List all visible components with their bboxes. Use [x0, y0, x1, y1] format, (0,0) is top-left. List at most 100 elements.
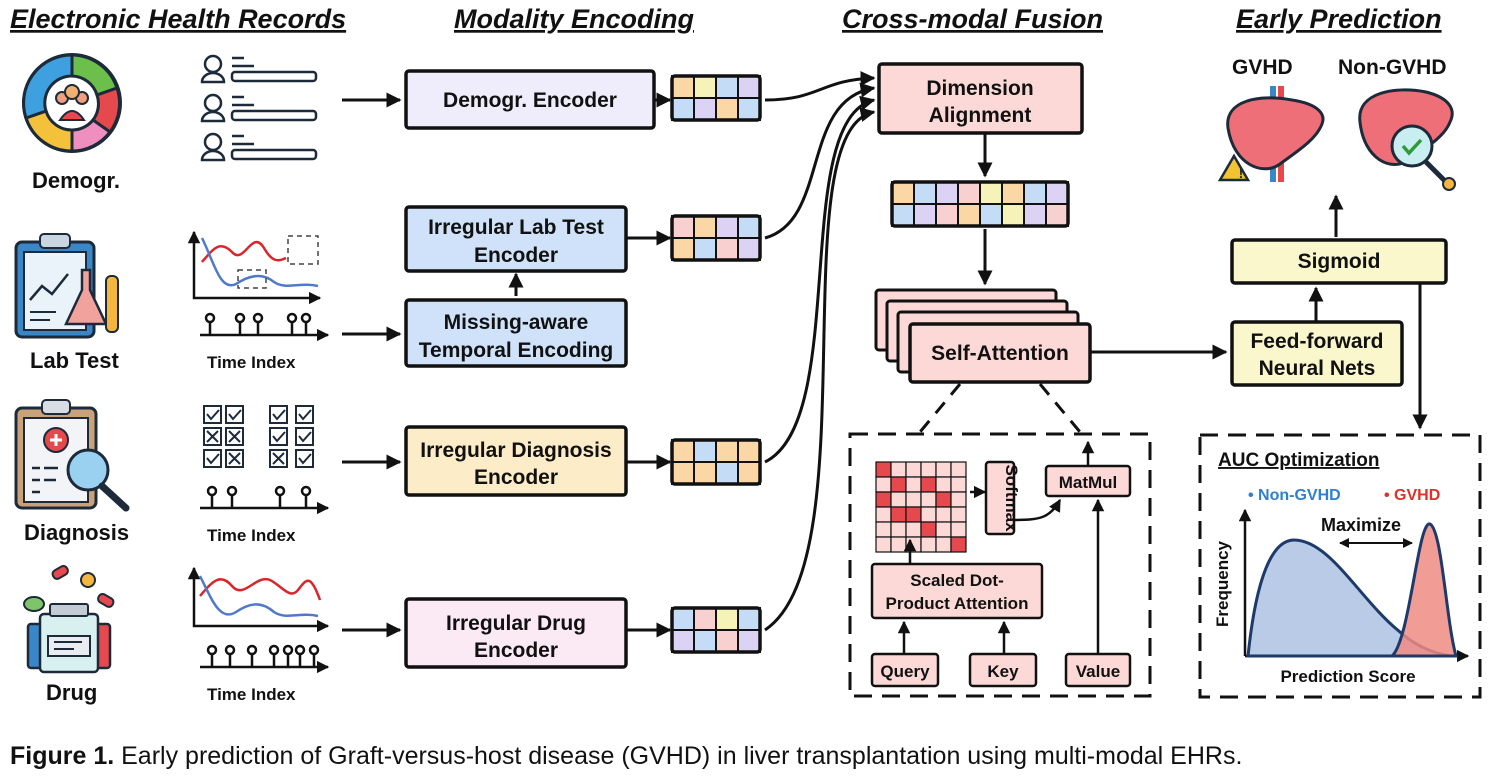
embedding-cell	[693, 237, 717, 261]
prediction-score-label: Prediction Score	[1280, 667, 1415, 686]
embedding-cell	[693, 629, 717, 653]
attention-cell	[935, 461, 952, 478]
embedding-cell	[913, 181, 937, 205]
input-arrows	[342, 92, 524, 638]
attention-cell	[920, 476, 937, 493]
qk-arrows	[897, 620, 1011, 653]
attention-cell	[950, 506, 967, 523]
demogr-encoder-box: Demogr. Encoder	[404, 69, 656, 130]
legend-non-gvhd: • Non-GVHD	[1248, 487, 1341, 504]
self-attention-stack: Self-Attention	[874, 288, 1092, 384]
lab-test-icon	[14, 233, 119, 339]
ffn-label-1: Feed-forward	[1250, 330, 1383, 353]
section-title-modality: Modality Encoding	[454, 4, 695, 34]
embedding-cell	[715, 461, 739, 485]
attention-cell	[875, 491, 892, 508]
missing-aware-encoding-box: Missing-aware Temporal Encoding	[404, 298, 628, 368]
sigmoid-box: Sigmoid	[1230, 238, 1448, 285]
auc-optimization-box	[1198, 433, 1482, 699]
embedding-cell	[913, 203, 937, 227]
attention-cell	[920, 506, 937, 523]
embedding-cell	[737, 439, 761, 463]
attention-cell	[875, 461, 892, 478]
attention-cell	[935, 491, 952, 508]
attention-cell	[950, 491, 967, 508]
embedding-cell	[693, 461, 717, 485]
maximize-label: Maximize	[1321, 515, 1401, 535]
embedding-cell	[1045, 181, 1069, 205]
attention-cell	[890, 536, 907, 553]
missing-aware-label-1: Missing-aware	[444, 311, 589, 334]
embedding-cell	[737, 97, 761, 121]
zoom-lines	[918, 383, 1082, 433]
drug-time-series-plot	[187, 566, 330, 633]
dimension-alignment-label-1: Dimension	[926, 77, 1033, 100]
embedding-cell	[737, 607, 761, 631]
embedding-frame	[670, 214, 762, 262]
embedding-cell	[715, 439, 739, 463]
value-box: Value	[1064, 652, 1132, 688]
missing-aware-label-2: Temporal Encoding	[419, 339, 613, 362]
ffn-box: Feed-forward Neural Nets	[1230, 320, 1404, 387]
diagnosis-encoder-label-2: Encoder	[474, 466, 558, 489]
attention-cell	[875, 521, 892, 538]
drug-icon	[23, 565, 115, 674]
embedding-cell	[957, 203, 981, 227]
embedding-cell	[671, 75, 695, 99]
attention-cell	[950, 461, 967, 478]
embedding-cell	[979, 203, 1003, 227]
matmul-box: MatMul	[1044, 464, 1132, 498]
time-index-label-lab: Time Index	[207, 353, 296, 372]
svg-text:!: !	[1239, 165, 1244, 181]
attention-cell	[905, 521, 922, 538]
lab-encoder-box: Irregular Lab Test Encoder	[404, 205, 628, 273]
drug-encoder-box: Irregular Drug Encoder	[404, 597, 628, 669]
demogr-embedding-grid	[670, 74, 762, 122]
embedding-cell	[715, 607, 739, 631]
embedding-cell	[671, 461, 695, 485]
scaled-dot-label-1: Scaled Dot-	[910, 571, 1004, 590]
diagnosis-icon	[14, 399, 130, 512]
gvhd-framework-diagram: Electronic Health Records Modality Encod…	[10, 4, 1482, 705]
modality-label-diagnosis: Diagnosis	[24, 520, 129, 545]
attention-cell	[905, 476, 922, 493]
embedding-cell	[737, 75, 761, 99]
attention-cell	[875, 476, 892, 493]
section-title-fusion: Cross-modal Fusion	[842, 4, 1103, 34]
embedding-cell	[693, 97, 717, 121]
attention-cell	[935, 506, 952, 523]
softmax-box: Softmax	[984, 460, 1021, 536]
embedding-cell	[671, 97, 695, 121]
sigmoid-label: Sigmoid	[1298, 250, 1381, 273]
embedding-cell	[1023, 203, 1047, 227]
dimension-alignment-label-2: Alignment	[929, 104, 1032, 127]
attention-matrix	[875, 461, 967, 553]
embedding-cell	[1023, 181, 1047, 205]
embedding-cell	[737, 629, 761, 653]
embedding-cell	[671, 607, 695, 631]
modality-label-drug: Drug	[46, 680, 97, 705]
scaled-dot-label-2: Product Attention	[886, 594, 1029, 613]
frequency-label: Frequency	[1213, 540, 1232, 627]
attention-cell	[950, 536, 967, 553]
query-label: Query	[880, 662, 930, 681]
dimension-alignment-box: Dimension Alignment	[877, 62, 1084, 135]
time-index-label-drug: Time Index	[207, 685, 296, 704]
lab-embedding-grid	[670, 214, 762, 262]
attention-cell	[875, 536, 892, 553]
embedding-cell	[715, 237, 739, 261]
auc-title: AUC Optimization	[1218, 450, 1380, 471]
embedding-frame	[670, 74, 762, 122]
drug-encoder-label-1: Irregular Drug	[446, 612, 586, 635]
attention-cell	[890, 491, 907, 508]
lab-encoder-label-2: Encoder	[474, 244, 558, 267]
ffn-label-2: Neural Nets	[1259, 357, 1376, 380]
fused-embedding-grid	[890, 180, 1070, 228]
embedding-cell	[671, 439, 695, 463]
embedding-cell	[957, 181, 981, 205]
embedding-cell	[693, 439, 717, 463]
encoder-output-arrows	[626, 92, 672, 638]
attention-cell	[905, 506, 922, 523]
embedding-cell	[715, 75, 739, 99]
value-label: Value	[1076, 662, 1120, 681]
